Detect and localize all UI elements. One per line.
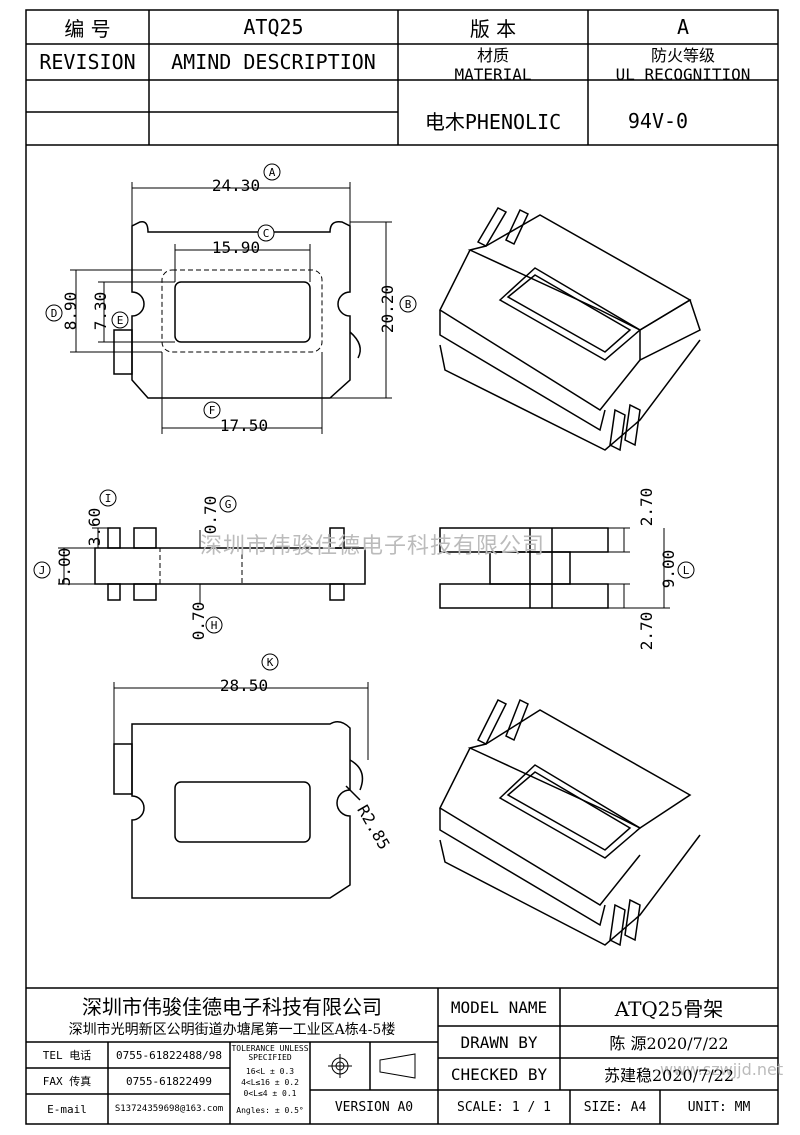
label-j: J: [38, 563, 46, 577]
label-d: D: [50, 306, 58, 320]
label-b: B: [404, 297, 412, 311]
scale-label: SCALE: 1 / 1: [457, 1099, 551, 1115]
dim-c-text: 15.90: [211, 237, 261, 257]
watermark-url: www.szwjjd.net: [660, 1060, 784, 1079]
dim-f-text: 17.50: [219, 415, 269, 435]
header-revision-label: REVISION: [39, 50, 136, 74]
header-part-number: ATQ25: [243, 15, 304, 39]
iso-view-2: [439, 698, 701, 947]
header-material-cn: 材质: [476, 46, 509, 65]
model-name-value: ATQ25骨架: [614, 996, 724, 1021]
tolerance-row-2: 4<L≤16 ± 0.2: [241, 1077, 299, 1087]
tolerance-title: TOLERANCE UNLESS SPECIFIED: [231, 1044, 309, 1062]
company-address: 深圳市光明新区公明街道办塘尾第一工业区A栋4-5楼: [68, 1022, 396, 1038]
dim-j-text: 5.00: [54, 547, 74, 587]
label-i: I: [104, 491, 112, 505]
dim-l-bottom-text: 2.70: [636, 611, 656, 651]
bottom-view: [113, 721, 364, 899]
header-ul-cn: 防火等级: [650, 46, 715, 65]
outer-frame: [25, 9, 779, 1125]
company-name: 深圳市伟骏佳德电子科技有限公司: [82, 994, 382, 1019]
iso-view-1: [439, 207, 701, 452]
tolerance-row-1: 16<L ± 0.3: [245, 1066, 295, 1076]
header-version-label: 版 本: [469, 16, 517, 41]
label-k: K: [266, 655, 274, 669]
header-number-label: 编 号: [64, 16, 111, 41]
tel-value: 0755-61822488/98: [116, 1048, 222, 1062]
drawn-by-label: DRAWN BY: [460, 1032, 538, 1052]
label-l: L: [682, 563, 690, 577]
header-amend-label: AMIND DESCRIPTION: [171, 50, 376, 74]
label-e: E: [116, 313, 124, 327]
checked-by-value: 苏建稳2020/7/22: [603, 1066, 735, 1085]
dim-i-text: 3.60: [84, 507, 104, 547]
dim-l-top-text: 2.70: [636, 487, 656, 527]
header-material-value: 电木PHENOLIC: [424, 110, 562, 134]
label-h: H: [210, 618, 218, 632]
fax-value: 0755-61822499: [125, 1074, 213, 1088]
tolerance-angles: Angles: ± 0.5°: [236, 1105, 304, 1115]
label-a: A: [268, 165, 276, 179]
header-ul-value: 94V-0: [627, 108, 689, 133]
watermark: 深圳市伟骏佳德电子科技有限公司: [200, 534, 546, 559]
tel-label: TEL 电话: [42, 1049, 92, 1062]
tolerance-row-3: 0<L≤4 ± 0.1: [243, 1088, 297, 1098]
drawn-by-value: 陈 源2020/7/22: [609, 1034, 729, 1053]
unit-label: UNIT: MM: [687, 1099, 751, 1115]
version-label: VERSION A0: [334, 1099, 414, 1115]
dim-h-text: 0.70: [188, 601, 208, 641]
label-c: C: [262, 226, 270, 240]
header-version-value: A: [676, 15, 690, 39]
side-view: [94, 527, 609, 609]
fax-label: FAX 传真: [42, 1075, 92, 1088]
label-g: G: [224, 497, 232, 511]
size-label: SIZE: A4: [583, 1099, 647, 1115]
checked-by-label: CHECKED BY: [450, 1064, 548, 1084]
header-ul-en: UL RECOGNITION: [615, 64, 751, 84]
label-f: F: [208, 403, 216, 417]
dim-b-text: 20.20: [377, 284, 397, 334]
header-material-en: MATERIAL: [454, 64, 532, 84]
email-value: S13724359698@163.com: [114, 1104, 224, 1114]
dim-e-text: 7.30: [90, 291, 110, 331]
dim-k-text: 28.50: [219, 675, 269, 695]
model-name-label: MODEL NAME: [450, 997, 548, 1017]
email-label: E-mail: [47, 1102, 87, 1116]
dim-d-text: 8.90: [60, 291, 80, 331]
dim-l-text: 9.00: [658, 549, 678, 589]
dim-a-text: 24.30: [211, 175, 261, 195]
